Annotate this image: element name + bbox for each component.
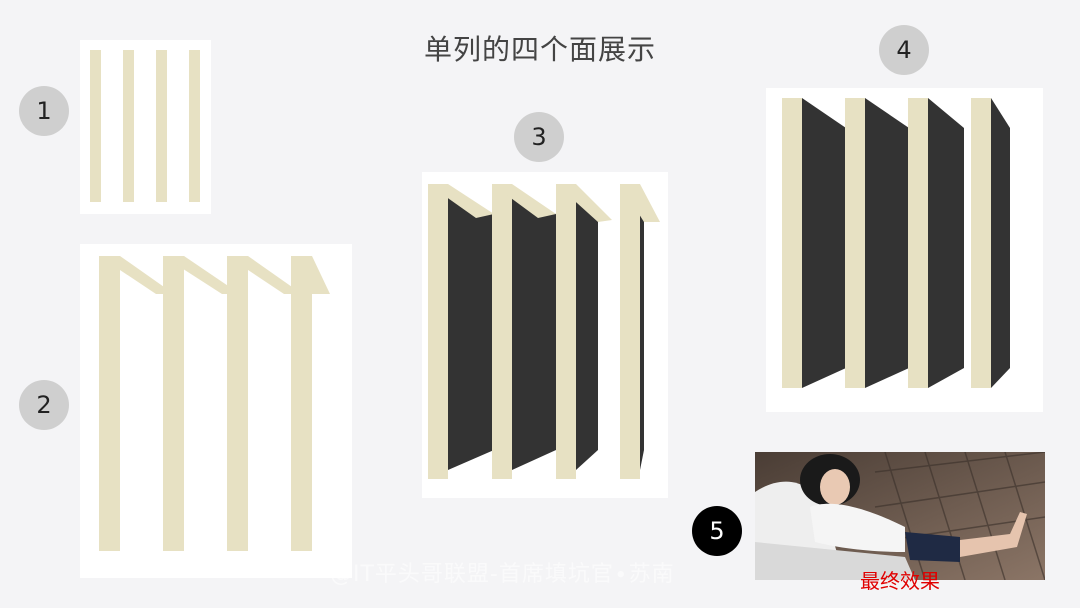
dark-face-strips-illustration — [428, 184, 660, 479]
final-effect-caption: 最终效果 — [860, 569, 940, 593]
photo-illustration — [755, 452, 1045, 580]
watermark: @IT平头哥联盟-首席填坑官∙苏南 — [330, 562, 675, 587]
step-badge-4: 4 — [879, 25, 929, 75]
step-badge-3: 3 — [514, 112, 564, 162]
panel-step-1 — [80, 40, 211, 214]
panel-step-3 — [422, 172, 668, 498]
panel-step-2 — [80, 244, 352, 578]
three-d-strips-illustration — [782, 98, 1010, 388]
folded-strips-illustration — [99, 256, 330, 551]
page-title: 单列的四个面展示 — [423, 33, 656, 66]
panel-step-4 — [766, 88, 1043, 412]
flat-strips-illustration — [90, 50, 200, 202]
final-effect-photo — [755, 452, 1045, 580]
step-badge-5: 5 — [692, 506, 742, 556]
step-badge-1: 1 — [19, 86, 69, 136]
step-badge-2: 2 — [19, 380, 69, 430]
